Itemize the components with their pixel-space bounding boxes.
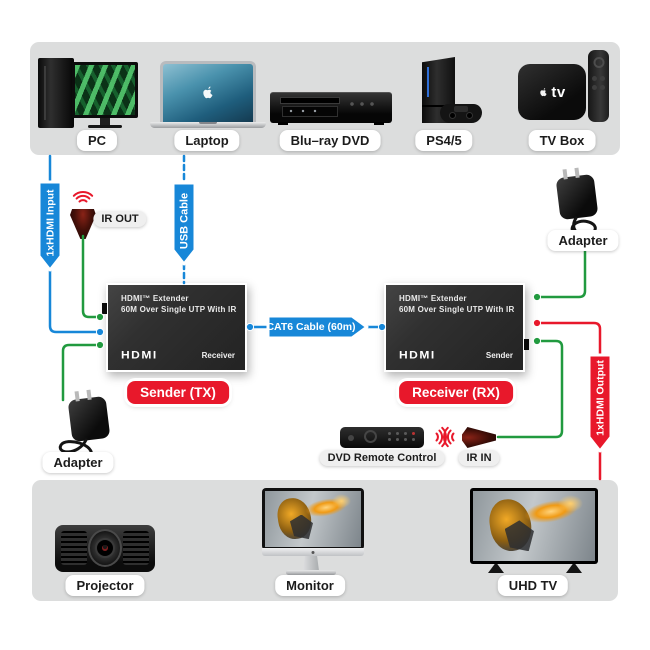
- apple-logo-icon: [540, 87, 547, 96]
- label-pc: PC: [76, 130, 118, 151]
- tv-foot: [566, 564, 582, 573]
- bluray-display: [282, 106, 338, 117]
- bluray-foot: [278, 122, 288, 125]
- label-adapter-right: Adapter: [547, 230, 619, 251]
- label-projector: Projector: [65, 575, 145, 596]
- label-ir-out: IR OUT: [93, 211, 147, 227]
- power-adapter-left-image: [67, 395, 111, 443]
- label-bluray: Blu–ray DVD: [279, 130, 381, 151]
- apple-logo-icon: [203, 86, 213, 99]
- usb-cable-banner-text: USB Cable: [179, 193, 191, 249]
- connection-dot: [245, 322, 255, 332]
- ir-out-line: [81, 234, 102, 319]
- label-tv-box: TV Box: [528, 130, 596, 151]
- label-dvd-remote: DVD Remote Control: [319, 450, 445, 466]
- extender-subtitle: 60M Over Single UTP With IR: [121, 305, 237, 314]
- extender-port-label: Sender: [485, 351, 513, 360]
- tv-box-image: tv: [518, 64, 586, 120]
- hdmi-output-line: [535, 321, 602, 481]
- tv-box-remote-image: [588, 50, 609, 122]
- connection-dot: [95, 312, 105, 322]
- hdmi-logo: HDMI: [399, 348, 436, 362]
- label-ir-in: IR IN: [458, 450, 500, 466]
- hdmi-input-banner-text: 1xHDMI Input: [45, 189, 57, 257]
- hdmi-logo: HDMI: [121, 348, 158, 362]
- hdmi-output-banner: [587, 353, 613, 453]
- connection-dot: [532, 292, 542, 302]
- bluray-buttons: [348, 100, 382, 114]
- extender-subtitle: 60M Over Single UTP With IR: [399, 305, 515, 314]
- tv-box-text: tv: [551, 83, 566, 101]
- pc-wallpaper: [75, 65, 135, 115]
- connection-dot: [532, 336, 542, 346]
- dvd-remote-image: [340, 427, 424, 448]
- robot-glow: [558, 495, 583, 512]
- hdmi-input-line: [48, 154, 102, 334]
- cat6-cable-banner: [266, 314, 369, 340]
- label-monitor: Monitor: [275, 575, 345, 596]
- monitor-base: [286, 570, 336, 575]
- projector-grille: [61, 531, 87, 565]
- sender-extender-box: HDMI™ Extender 60M Over Single UTP With …: [102, 283, 247, 372]
- robot-glow: [332, 494, 352, 508]
- monitor-image: [262, 488, 364, 550]
- projector-lens: [88, 529, 122, 567]
- connection-dot: [95, 327, 105, 337]
- hdmi-input-banner: [37, 180, 63, 272]
- receiver-tag: Receiver (RX): [399, 381, 513, 404]
- pc-monitor-base: [88, 125, 122, 128]
- extender-port-label: Receiver: [201, 351, 235, 360]
- label-uhd-tv: UHD TV: [497, 575, 569, 596]
- ir-in-receiver-image: [462, 427, 496, 448]
- cat6-cable-banner-text: CAT6 Cable (60m): [266, 321, 355, 333]
- laptop-base: [150, 122, 266, 128]
- connection-dot: [532, 318, 542, 328]
- sender-tag: Sender (TX): [127, 381, 229, 404]
- usb-cable-banner: [171, 181, 197, 266]
- monitor-chin: [262, 548, 364, 556]
- connection-dot: [95, 340, 105, 350]
- power-adapter-right-image: [555, 173, 599, 221]
- projector-grille: [123, 531, 149, 565]
- pc-monitor-stand: [100, 118, 110, 125]
- bluray-tray: [280, 97, 340, 104]
- label-laptop: Laptop: [174, 130, 240, 151]
- pc-monitor-image: [72, 62, 138, 118]
- movie-scene: [473, 491, 595, 561]
- source-devices-panel: PC Laptop Blu–ray DVD PS4/5 tv TV Box: [30, 42, 620, 155]
- extender-title: HDMI™ Extender: [121, 294, 189, 303]
- power-line-right: [535, 248, 587, 299]
- uhd-tv-image: [470, 488, 598, 564]
- pc-tower-image: [38, 58, 74, 128]
- label-adapter-left: Adapter: [42, 452, 114, 473]
- laptop-image: [160, 61, 256, 122]
- bluray-foot: [374, 122, 384, 125]
- ps-controller-image: [440, 104, 482, 123]
- movie-scene: [265, 491, 361, 547]
- label-ps: PS4/5: [415, 130, 473, 151]
- power-line-left: [61, 343, 102, 402]
- extender-title: HDMI™ Extender: [399, 294, 467, 303]
- display-devices-panel: Projector Monitor UHD TV: [32, 480, 618, 601]
- hdmi-output-banner-text: 1xHDMI Output: [595, 360, 607, 436]
- tv-foot: [488, 564, 504, 573]
- ir-out-emitter-image: [70, 209, 96, 239]
- robot-shape: [289, 514, 313, 540]
- monitor-stand: [303, 556, 319, 571]
- receiver-extender-box: HDMI™ Extender 60M Over Single UTP With …: [384, 283, 529, 372]
